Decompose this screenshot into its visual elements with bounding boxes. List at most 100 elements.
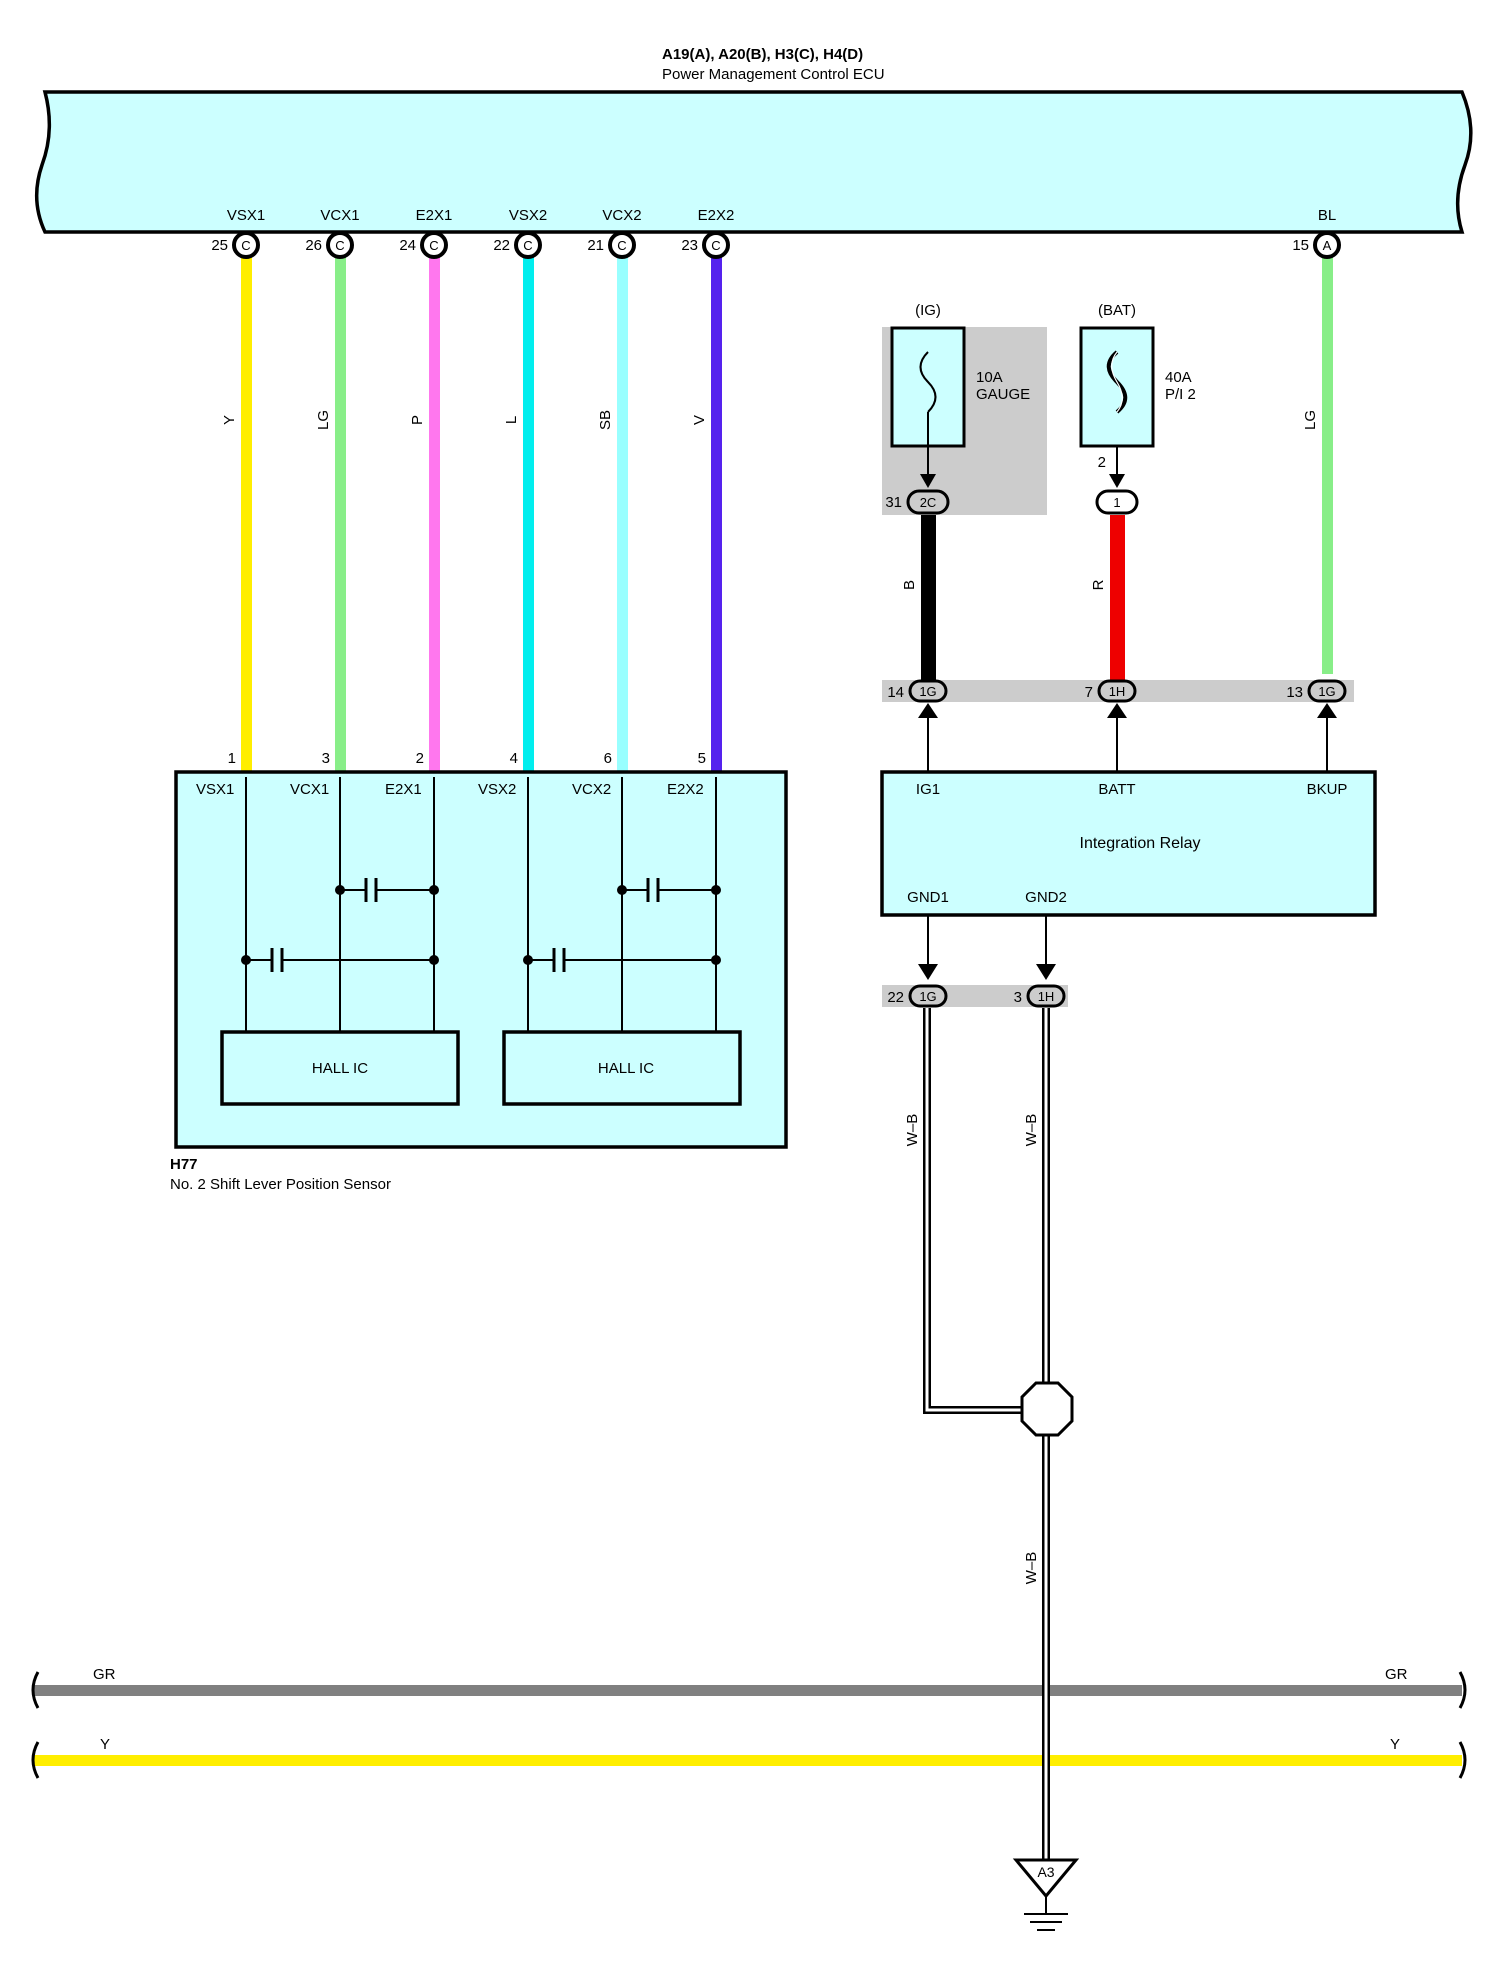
sensor-circuit-2 — [523, 777, 721, 1032]
svg-text:C: C — [523, 238, 532, 253]
wire-p — [429, 256, 440, 771]
svg-text:21: 21 — [587, 237, 604, 254]
wire-bkup-lg — [1322, 256, 1333, 674]
sensor-pin-label: VSX2 — [478, 781, 516, 798]
relay-bottom-connector: 1G 22 — [887, 984, 948, 1008]
sensor-name: No. 2 Shift Lever Position Sensor — [170, 1176, 391, 1193]
sensor-pin-num: 4 — [510, 750, 518, 767]
wire-sb — [617, 256, 628, 771]
wire-color-label: SB — [597, 410, 614, 430]
relay-pin-label: BKUP — [1307, 781, 1348, 798]
wire-color-label: Y — [221, 415, 238, 425]
wire-color-label: LG — [1302, 410, 1319, 430]
svg-text:1H: 1H — [1109, 684, 1126, 699]
wire-color-label: V — [691, 415, 708, 425]
svg-text:7: 7 — [1085, 684, 1093, 701]
fuse-rating: 40A — [1165, 369, 1192, 386]
sensor-pin-num: 2 — [416, 750, 424, 767]
fuse-rating: 10A — [976, 369, 1003, 386]
wire-v — [711, 256, 722, 771]
relay-pin-label: IG1 — [916, 781, 940, 798]
relay-top-connector: 1G 14 — [887, 679, 948, 703]
bus-label: Y — [1390, 1736, 1400, 1753]
fuse-pin-num: 2 — [1098, 454, 1106, 471]
svg-text:2C: 2C — [920, 495, 937, 510]
sensor-pin-num: 1 — [228, 750, 236, 767]
fuse-connector: 2C 31 — [885, 489, 950, 515]
svg-text:14: 14 — [887, 684, 904, 701]
svg-text:1G: 1G — [1318, 684, 1335, 699]
ecu-box — [34, 90, 1473, 234]
hall-ic-box — [502, 1030, 742, 1106]
ecu-pin-label: E2X1 — [416, 207, 453, 224]
fuse-name: P/I 2 — [1165, 386, 1196, 403]
ecu-pin-label: E2X2 — [698, 207, 735, 224]
ecu-connectors-label: A19(A), A20(B), H3(C), H4(D) — [662, 46, 863, 63]
bus-y — [31, 1741, 1467, 1779]
ground-icon: A3 — [1012, 1858, 1080, 1931]
sensor-pin-num: 6 — [604, 750, 612, 767]
sensor-circuit-1 — [241, 777, 439, 1032]
bus-label: GR — [1385, 1666, 1408, 1683]
ecu-name: Power Management Control ECU — [662, 66, 885, 83]
svg-text:24: 24 — [399, 237, 416, 254]
wire-color-label: R — [1090, 579, 1107, 590]
sensor-pin-num: 5 — [698, 750, 706, 767]
wire-l — [523, 256, 534, 771]
fuse-source-label: (IG) — [915, 302, 941, 319]
wire-y — [241, 256, 252, 771]
ecu-pin-label: VCX1 — [320, 207, 359, 224]
ecu-connector: C 24 — [399, 231, 448, 259]
hall-ic-label: HALL IC — [312, 1060, 368, 1077]
integration-relay-box — [880, 770, 1377, 917]
ecu-connector: A 15 — [1292, 231, 1341, 259]
svg-text:C: C — [711, 238, 720, 253]
fuse-name: GAUGE — [976, 386, 1030, 403]
sensor-pin-label: VCX1 — [290, 781, 329, 798]
svg-text:C: C — [617, 238, 626, 253]
relay-pin-label: GND2 — [1025, 889, 1067, 906]
relay-top-connector: 1H 7 — [1085, 679, 1137, 703]
relay-name: Integration Relay — [1080, 835, 1201, 852]
ecu-pin-label: VCX2 — [602, 207, 641, 224]
sensor-pin-label: VCX2 — [572, 781, 611, 798]
fuse-pi2-box — [1079, 326, 1155, 448]
svg-text:31: 31 — [885, 494, 902, 511]
hall-ic-box — [220, 1030, 460, 1106]
svg-text:C: C — [241, 238, 250, 253]
svg-text:23: 23 — [681, 237, 698, 254]
svg-text:22: 22 — [493, 237, 510, 254]
svg-text:1G: 1G — [919, 989, 936, 1004]
bus-gr — [31, 1671, 1467, 1709]
wire-color-label: P — [409, 415, 426, 425]
ecu-connector: C 21 — [587, 231, 636, 259]
ecu-connector: C 22 — [493, 231, 542, 259]
svg-text:15: 15 — [1292, 237, 1309, 254]
ecu-connector: C 25 — [211, 231, 260, 259]
svg-text:C: C — [335, 238, 344, 253]
wire-lg — [335, 256, 346, 771]
svg-text:C: C — [429, 238, 438, 253]
svg-text:A: A — [1323, 238, 1332, 253]
sensor-id: H77 — [170, 1156, 198, 1173]
sensor-pin-label: E2X2 — [667, 781, 704, 798]
sensor-pin-label: E2X1 — [385, 781, 422, 798]
svg-text:A3: A3 — [1037, 1864, 1054, 1880]
svg-text:1G: 1G — [919, 684, 936, 699]
svg-text:3: 3 — [1014, 989, 1022, 1006]
wire-color-label: LG — [315, 410, 332, 430]
junction-point — [1020, 1381, 1074, 1437]
wire-color-label: L — [503, 416, 520, 424]
svg-text:22: 22 — [887, 989, 904, 1006]
bus-label: Y — [100, 1736, 110, 1753]
wire-color-label: B — [901, 580, 918, 590]
bus-label: GR — [93, 1666, 116, 1683]
relay-ground-arrows — [918, 916, 1056, 980]
relay-bottom-connector: 1H 3 — [1014, 984, 1066, 1008]
wire-r — [1110, 515, 1125, 681]
sensor-pin-num: 3 — [322, 750, 330, 767]
relay-top-connector: 1G 13 — [1286, 679, 1347, 703]
svg-text:26: 26 — [305, 237, 322, 254]
fuse-gauge-element — [919, 351, 937, 413]
